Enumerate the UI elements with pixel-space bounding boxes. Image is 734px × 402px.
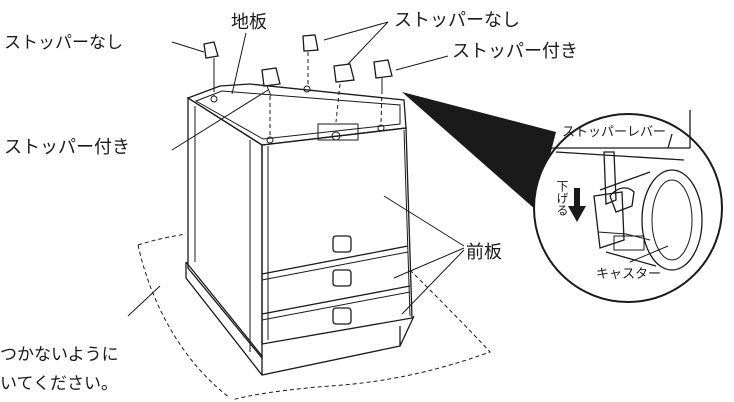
protective-sheet-outline: [137, 233, 491, 401]
label-note-line1: つかないように: [0, 345, 119, 365]
label-stopper-none-top: ストッパーなし: [394, 10, 520, 31]
stopper-lever: [603, 151, 617, 205]
hole-back: [303, 85, 311, 93]
cabinet-side-panel: [187, 96, 263, 360]
magnified-caster: [548, 110, 703, 271]
leader-caster: [629, 245, 669, 263]
label-stopper-lever: ストッパーレバー: [562, 125, 666, 140]
caster-stopper-none-left: [203, 41, 219, 96]
cabinet-side-inner: [194, 106, 251, 352]
label-lower: 下げる: [555, 180, 569, 216]
label-base-board: 地板: [231, 12, 267, 33]
leader-front-2: [393, 247, 465, 279]
drawer-divider-1: [261, 245, 409, 275]
caster-stopper-with-right: [373, 59, 393, 125]
leader-front-3: [401, 249, 465, 315]
label-stopper-none-left: ストッパーなし: [4, 33, 123, 53]
leader-stopper-none-top-1: [323, 21, 389, 41]
drawer-divider-1b: [261, 251, 409, 281]
caster-wheel: [641, 169, 703, 271]
caster-stopper-none-mid: [333, 63, 355, 123]
leader-base-board: [231, 32, 247, 95]
magnify-wedge: [402, 92, 556, 210]
label-note-line2: いてください。: [0, 374, 118, 394]
hole-front-left: [210, 95, 218, 103]
cabinet-front-panel: [261, 127, 413, 345]
drawer-handle-top: [332, 235, 352, 253]
cabinet-front-edge: [267, 129, 411, 340]
drawer-divider-2: [261, 285, 411, 315]
drawer-handle-bottom: [332, 307, 352, 325]
caster-stopper-with-front: [261, 67, 281, 138]
leader-note: [127, 285, 161, 317]
label-stopper-with-left: ストッパー付き: [4, 137, 130, 158]
label-front-board: 前板: [466, 242, 502, 263]
caster-holes: [210, 85, 385, 144]
arrow-down-icon: [568, 188, 586, 222]
center-plate: [317, 123, 359, 141]
leader-stopper-none-left: [171, 41, 205, 53]
drawer-divider-2b: [261, 291, 411, 321]
cabinet-top-inner: [194, 90, 401, 140]
leader-stopper-with-right: [395, 55, 449, 71]
caster-stopper-none-back: [302, 34, 319, 86]
label-stopper-with-right: ストッパー付き: [452, 41, 578, 62]
drawer-handle-mid: [332, 269, 352, 287]
hole-front: [266, 136, 274, 144]
leader-stopper-none-top-2: [347, 21, 389, 65]
label-caster: キャスター: [596, 267, 661, 282]
leader-stopper-with-left: [171, 89, 269, 151]
leader-front-1: [383, 195, 465, 247]
cabinet-plinth: [185, 261, 415, 376]
